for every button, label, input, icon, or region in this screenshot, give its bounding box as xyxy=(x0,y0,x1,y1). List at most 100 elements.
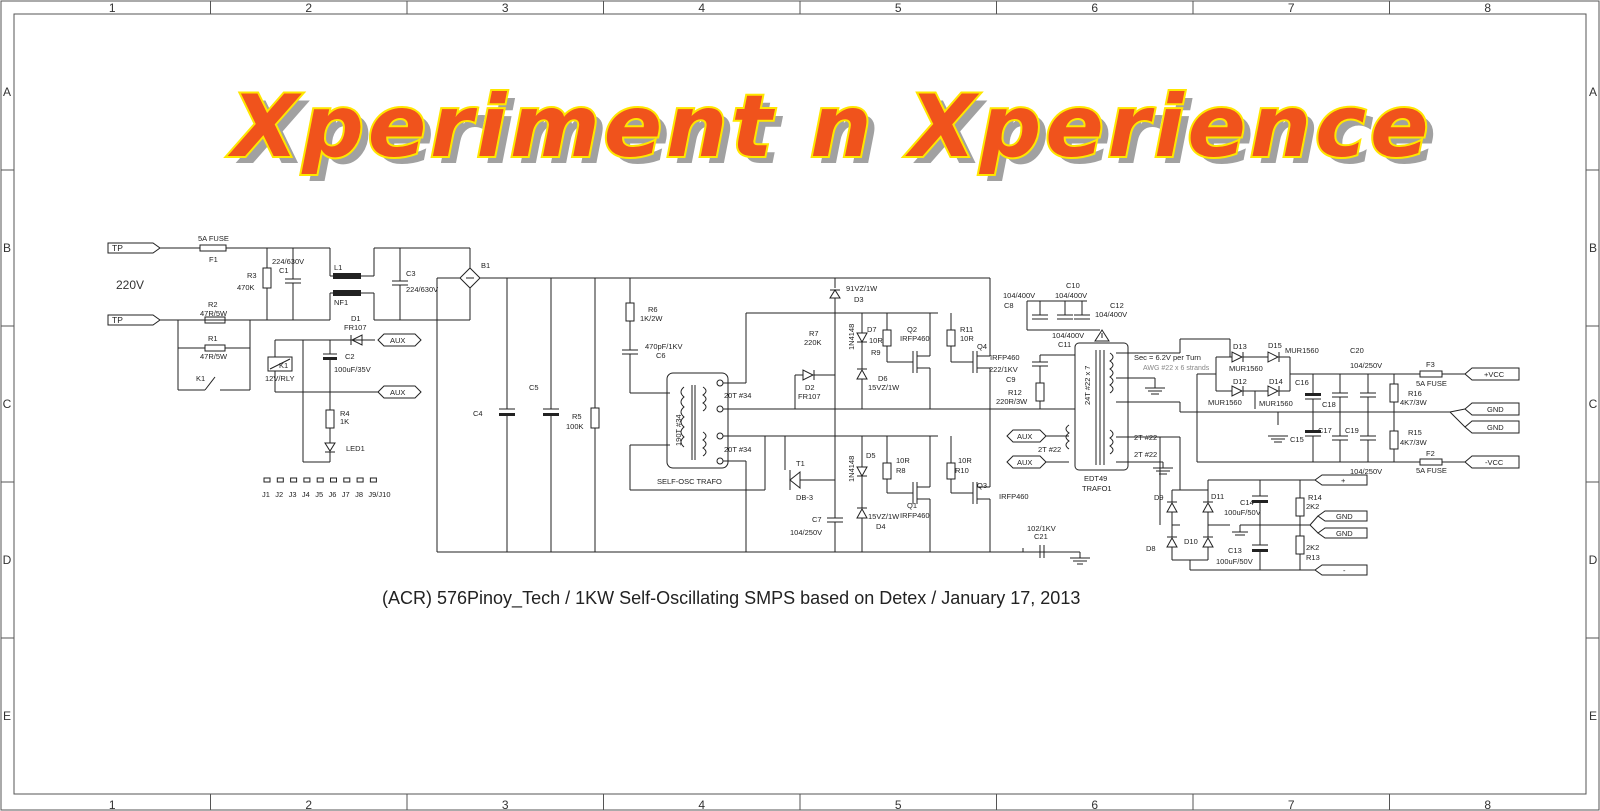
d6-value: 15VZ/1W xyxy=(868,383,900,392)
f3-ref: F3 xyxy=(1426,360,1435,369)
c9-value: 222/1KV xyxy=(989,365,1018,374)
output-pvcc-label: +VCC xyxy=(1484,370,1505,379)
trafo-primary-turns: 190T #34 xyxy=(674,414,683,446)
r14-ref: R14 xyxy=(1308,493,1322,502)
c4-ref: C4 xyxy=(473,409,483,418)
c19-ref: C19 xyxy=(1345,426,1359,435)
resistor-r11 xyxy=(946,329,956,347)
cap-c4 xyxy=(499,413,515,416)
trafo-sec2-turns: 20T #34 xyxy=(724,445,751,454)
t1-ref: T1 xyxy=(796,459,805,468)
aux-minus-label: - xyxy=(1343,566,1346,575)
diode-d14 xyxy=(1267,385,1280,397)
c3-ref: C3 xyxy=(406,269,416,278)
grid-row-right-A: A xyxy=(1589,85,1597,99)
warning-icon xyxy=(1094,329,1110,342)
aux-gnd1-label: GND xyxy=(1336,512,1353,521)
jumper-j7: J7 xyxy=(342,477,351,499)
c12-ref: C12 xyxy=(1110,301,1124,310)
output-gnd1-connector xyxy=(1464,402,1520,416)
main-transformer xyxy=(1074,342,1129,471)
aux3-label: AUX xyxy=(1017,432,1032,441)
grid-column-bottom-2: 2 xyxy=(305,798,312,811)
r12-ref: R12 xyxy=(1008,388,1022,397)
aux-supply-section: D9 D11 D8 D10 C14 100uF/50V C13 100uF/50… xyxy=(1116,436,1368,576)
c2-ref: C2 xyxy=(345,352,355,361)
c11-value: 104/400V xyxy=(1052,331,1084,340)
k1-contact-ref: K1 xyxy=(196,374,205,383)
f2-value: 5A FUSE xyxy=(1416,466,1447,475)
cap-c5 xyxy=(543,413,559,416)
q1-ref: Q1 xyxy=(907,501,917,510)
grid-column-top-4: 4 xyxy=(698,1,705,15)
d3-value: 91VZ/1W xyxy=(846,284,878,293)
d2-ref: D2 xyxy=(805,383,815,392)
cap-c14 xyxy=(1252,500,1268,503)
c3-value: 224/630V xyxy=(406,285,438,294)
trafo-secondary-spec: Sec = 6.2V per Turn xyxy=(1134,353,1201,362)
r8-ref: R8 xyxy=(896,466,906,475)
banner-title: Xperiment n Xperience xyxy=(227,77,1432,177)
fuse-ref: F1 xyxy=(209,255,218,264)
grid-column-bottom-6: 6 xyxy=(1091,798,1098,811)
grid-column-top-8: 8 xyxy=(1484,1,1491,15)
diode-d13 xyxy=(1231,351,1244,363)
r6-ref: R6 xyxy=(648,305,658,314)
aux-connector-3 xyxy=(1006,429,1047,443)
c21-value: 102/1KV xyxy=(1027,524,1056,533)
grid-row-right-E: E xyxy=(1589,709,1597,723)
aux2-label: AUX xyxy=(390,388,405,397)
d13-value: MUR1560 xyxy=(1229,364,1263,373)
c21-ref: C21 xyxy=(1034,532,1048,541)
c6-value: 470pF/1KV xyxy=(645,342,683,351)
cap-c16 xyxy=(1305,393,1321,396)
cap-c13 xyxy=(1252,549,1268,552)
resistor-r6 xyxy=(625,302,635,322)
grid-row-left-A: A xyxy=(3,85,11,99)
k1-relay-label: K1 xyxy=(279,361,288,370)
tp2-label: TP xyxy=(112,315,123,325)
r8-value: 10R xyxy=(896,456,910,465)
r3-value: 470K xyxy=(237,283,255,292)
trafo-aux-winding-2: 2T #22 xyxy=(1134,450,1157,459)
resistor-r8 xyxy=(882,462,892,480)
c1-value: 224/630V xyxy=(272,257,304,266)
b1-ref: B1 xyxy=(481,261,490,270)
r15-ref: R15 xyxy=(1408,428,1422,437)
aux-gnd2-label: GND xyxy=(1336,529,1353,538)
mains-voltage-label: 220V xyxy=(116,278,144,292)
c2-value: 100uF/35V xyxy=(334,365,371,374)
trafo-wire-spec: AWG #22 x 6 strands xyxy=(1143,365,1210,372)
aux-connector-1 xyxy=(377,333,422,347)
l1-ref: L1 xyxy=(334,263,342,272)
c11-ref: C11 xyxy=(1058,340,1071,349)
c10-value: 104/400V xyxy=(1055,291,1087,300)
cap-c15 xyxy=(1305,430,1321,433)
f3-value: 5A FUSE xyxy=(1416,379,1447,388)
d12-value: MUR1560 xyxy=(1208,398,1242,407)
d12-ref: D12 xyxy=(1233,377,1247,386)
jumper-label: J1 xyxy=(262,490,270,499)
fuse-f1 xyxy=(199,244,227,252)
jumper-j8: J8 xyxy=(355,477,364,499)
grid-column-top-7: 7 xyxy=(1288,1,1295,15)
c5-ref: C5 xyxy=(529,383,539,392)
relay-contact-k1 xyxy=(204,376,216,391)
jumper-j5: J5 xyxy=(315,477,324,499)
d1-value: FR107 xyxy=(344,323,367,332)
r7-ref: R7 xyxy=(809,329,819,338)
aux-plus-connector xyxy=(1314,474,1368,486)
jumper-label: J4 xyxy=(302,490,310,499)
r6-value: 1K/2W xyxy=(640,314,663,323)
r1-ref: R1 xyxy=(208,334,218,343)
resistor-r10 xyxy=(946,462,956,480)
d2-value: FR107 xyxy=(798,392,821,401)
output-gnd1-label: GND xyxy=(1487,405,1504,414)
resistor-r14 xyxy=(1295,497,1305,517)
d5-ref: D5 xyxy=(866,451,876,460)
resistor-r4 xyxy=(325,409,335,429)
d11-ref: D11 xyxy=(1211,492,1224,501)
jumper-j2: J2 xyxy=(275,477,284,499)
diode-d11 xyxy=(1202,501,1214,513)
